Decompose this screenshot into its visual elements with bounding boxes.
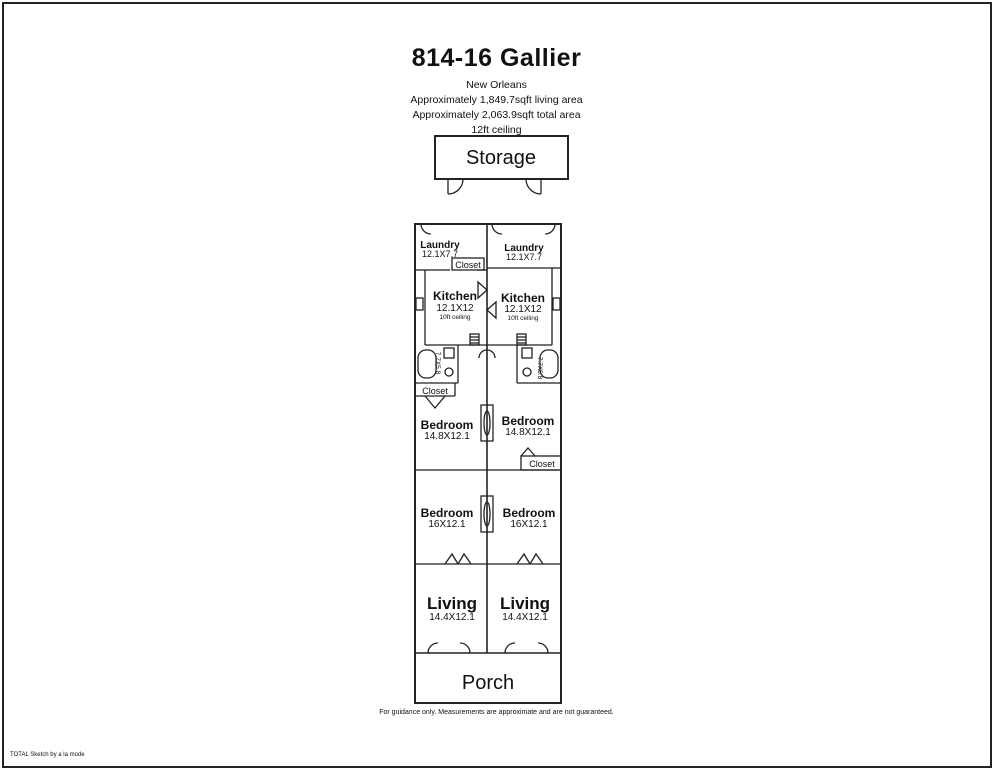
left-french-door — [444, 552, 472, 565]
front-door-left-b — [459, 642, 471, 654]
left-bedroom2-name: Bedroom — [421, 506, 474, 520]
ceiling-label: 12ft ceiling — [471, 124, 522, 136]
right-stair-icon — [516, 333, 527, 346]
storage-door-left — [447, 178, 464, 195]
disclaimer-text: For guidance only. Measurements are appr… — [379, 709, 614, 716]
fireplace-lower — [480, 495, 494, 533]
kitchen-door-left — [477, 280, 488, 300]
left-closet-top-label: Closet — [455, 260, 481, 270]
right-laundry-name: Laundry — [504, 243, 544, 254]
hall-door-right — [486, 349, 496, 359]
porch-label: Porch — [462, 672, 514, 694]
left-appliance-icon — [415, 297, 424, 311]
front-door-right-b — [537, 642, 549, 654]
storage-wall — [434, 135, 569, 180]
left-laundry-dims: 12.1X7.7 — [422, 249, 458, 259]
left-kitchen-note: 10ft ceiling — [439, 314, 470, 321]
right-bedroom2-name: Bedroom — [503, 506, 556, 520]
left-bedroom1-name: Bedroom — [421, 418, 474, 432]
right-tub — [539, 349, 559, 379]
right-toilet — [522, 367, 532, 377]
left-tub — [417, 349, 437, 379]
right-closet-label: Closet — [529, 459, 555, 469]
right-kitchen-name: Kitchen — [501, 291, 545, 305]
left-bedroom1-dims: 14.8X12.1 — [424, 431, 470, 442]
left-bath-dims: 7.7X5.8 — [434, 352, 441, 375]
right-bedroom1-name: Bedroom — [502, 414, 555, 428]
left-bedroom2-dims: 16X12.1 — [428, 519, 466, 530]
storage-label: Storage — [466, 147, 536, 169]
left-closet-mid-label: Closet — [422, 386, 448, 396]
credit-text: TOTAL Sketch by a la mode — [10, 752, 85, 758]
right-appliance-icon — [552, 297, 561, 311]
right-laundry-dims: 12.1X7.7 — [506, 252, 542, 262]
front-door-left-a — [427, 642, 439, 654]
left-kitchen-name: Kitchen — [433, 289, 477, 303]
living-area-label: Approximately 1,849.7sqft living area — [410, 94, 583, 106]
hall-door-left — [478, 349, 488, 359]
right-living-name: Living — [500, 594, 550, 613]
city-label: New Orleans — [466, 79, 527, 91]
right-french-door — [516, 552, 544, 565]
total-area-label: Approximately 2,063.9sqft total area — [412, 109, 581, 121]
left-laundry-name: Laundry — [420, 240, 460, 251]
rear-door-right — [544, 223, 556, 235]
kitchen-door-right — [486, 300, 497, 320]
left-toilet — [444, 367, 454, 377]
fireplace-upper — [480, 404, 494, 442]
rear-door-left — [420, 223, 432, 235]
right-bedroom2-dims: 16X12.1 — [510, 519, 548, 530]
right-closet-door — [520, 447, 536, 457]
front-door-right-a — [504, 642, 516, 654]
left-closet-top — [451, 257, 485, 271]
left-living-name: Living — [427, 594, 477, 613]
left-sink — [443, 347, 455, 359]
right-bath-dims: 7.7X5.8 — [536, 357, 543, 380]
page-title: 814-16 Gallier — [411, 44, 582, 72]
left-closet-doors — [424, 395, 446, 410]
left-kitchen-dims: 12.1X12 — [436, 303, 474, 314]
right-closet — [520, 455, 562, 471]
right-sink — [521, 347, 533, 359]
right-kitchen-dims: 12.1X12 — [504, 304, 542, 315]
storage-door-right — [525, 178, 542, 195]
right-kitchen-note: 10ft ceiling — [507, 315, 538, 322]
right-bedroom1-dims: 14.8X12.1 — [505, 427, 551, 438]
left-stair-icon — [469, 333, 480, 346]
right-living-dims: 14.4X12.1 — [502, 612, 548, 623]
rear-door-mid — [491, 223, 503, 235]
left-living-dims: 14.4X12.1 — [429, 612, 475, 623]
